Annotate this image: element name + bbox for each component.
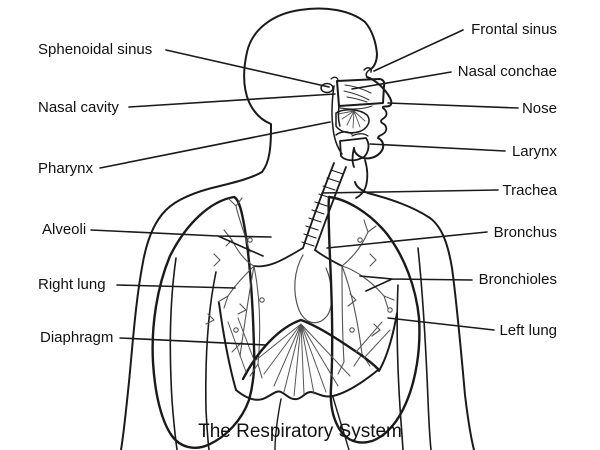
label-bronchus: Bronchus bbox=[493, 224, 557, 241]
trachea-rings bbox=[301, 169, 344, 247]
left-lung-outline bbox=[327, 195, 421, 444]
soft-palate bbox=[339, 105, 373, 110]
pharynx-wall bbox=[331, 85, 343, 155]
label-sphenoidal-sinus: Sphenoidal sinus bbox=[38, 41, 153, 58]
leader-lines bbox=[90, 29, 519, 346]
sella-bump bbox=[330, 76, 339, 82]
label-nasal-cavity: Nasal cavity bbox=[38, 99, 119, 116]
hyoid-bump bbox=[335, 131, 353, 136]
label-nasal-conchae: Nasal conchae bbox=[457, 63, 557, 80]
label-right-lung: Right lung bbox=[38, 276, 106, 293]
body-outline bbox=[120, 7, 475, 450]
label-trachea: Trachea bbox=[502, 182, 557, 199]
right-torso-side bbox=[396, 284, 404, 450]
leader-nasal-cavity bbox=[128, 93, 336, 108]
label-bronchioles: Bronchioles bbox=[478, 271, 557, 288]
larynx-outline bbox=[339, 137, 370, 162]
leader-nasal-conchae bbox=[351, 71, 452, 90]
abdomen-lines bbox=[274, 396, 350, 450]
leader-pharynx bbox=[99, 121, 331, 169]
right-shoulder-arm-outer bbox=[354, 181, 475, 450]
tongue-fan-lines bbox=[337, 110, 366, 129]
label-frontal-sinus: Frontal sinus bbox=[471, 21, 557, 38]
main-bronchi bbox=[253, 247, 343, 268]
diaphragm-striations bbox=[227, 317, 391, 397]
leader-bronchus bbox=[326, 231, 488, 249]
forehead-outline bbox=[364, 21, 378, 70]
left-torso-side bbox=[205, 271, 217, 450]
leader-larynx bbox=[369, 143, 506, 152]
neck-front bbox=[351, 147, 369, 199]
trachea-edges bbox=[302, 162, 347, 251]
right-arm-inner bbox=[417, 247, 432, 450]
leader-diaphragm bbox=[119, 337, 267, 346]
label-diaphragm: Diaphragm bbox=[40, 329, 114, 346]
leader-alveoli bbox=[90, 229, 272, 257]
right-lung-outline bbox=[151, 195, 256, 449]
leader-trachea bbox=[321, 189, 499, 194]
head-outline bbox=[243, 7, 366, 173]
leader-left-lung bbox=[387, 317, 495, 331]
leader-frontal-sinus bbox=[373, 29, 464, 72]
diaphragm-dome bbox=[241, 318, 380, 381]
epiglottis bbox=[351, 133, 369, 137]
label-left-lung: Left lung bbox=[499, 322, 557, 339]
lips-outline bbox=[377, 107, 388, 139]
left-arm-inner bbox=[169, 257, 178, 450]
diagram-title: The Respiratory System bbox=[198, 421, 402, 442]
label-larynx: Larynx bbox=[511, 143, 557, 160]
frontal-sinus-bump bbox=[363, 67, 372, 78]
label-pharynx: Pharynx bbox=[38, 160, 94, 177]
leader-bronchioles bbox=[359, 275, 473, 292]
left-lung-bronchial-tree bbox=[337, 219, 395, 375]
left-shoulder-arm-outer bbox=[120, 171, 263, 450]
leader-right-lung bbox=[116, 284, 236, 289]
leader-nose bbox=[387, 102, 519, 109]
mediastinum-hint bbox=[294, 254, 333, 324]
diaphragm-bottom bbox=[235, 369, 379, 401]
head-section-detail bbox=[320, 76, 386, 162]
label-alveoli: Alveoli bbox=[42, 221, 87, 238]
leader-sphenoidal-sinus bbox=[165, 49, 330, 88]
label-nose: Nose bbox=[521, 100, 557, 117]
nasal-cavity-box bbox=[336, 78, 386, 107]
